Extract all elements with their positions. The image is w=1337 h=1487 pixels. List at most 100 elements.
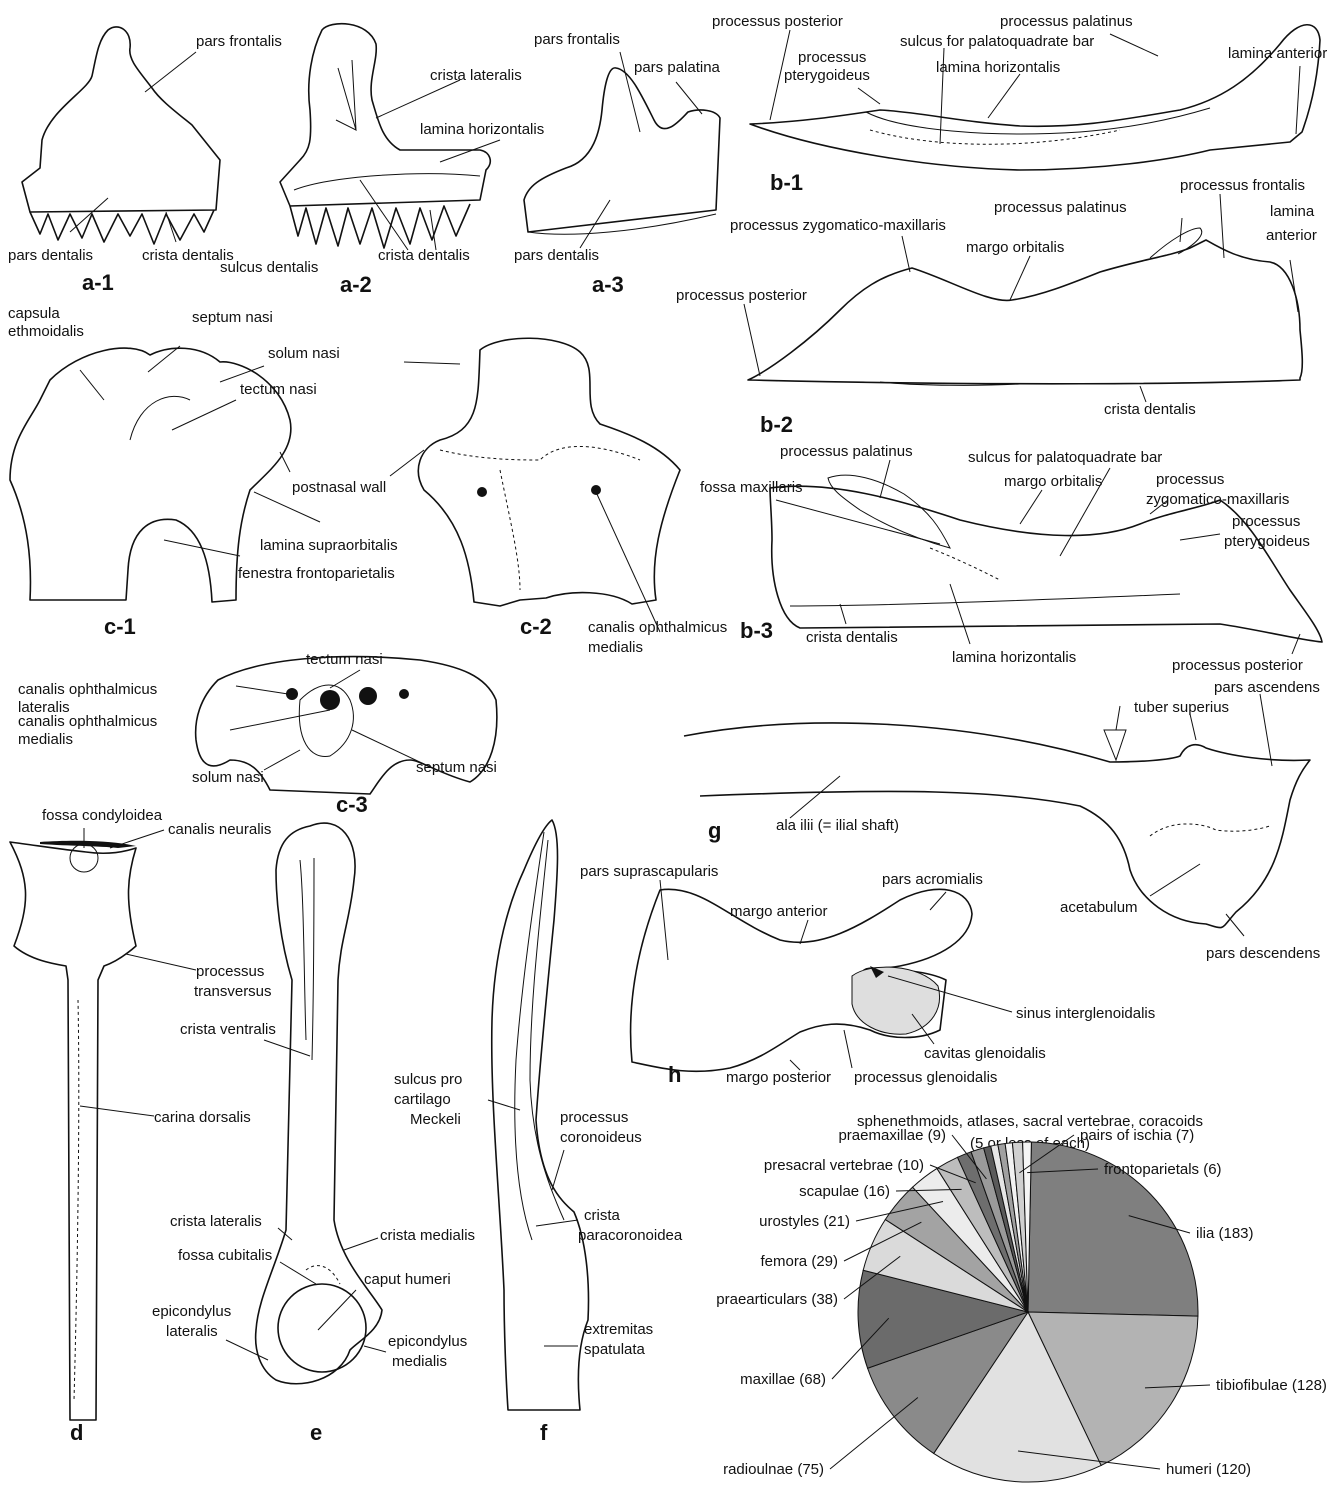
h-label-pars-suprascapularis: pars suprascapularis	[580, 863, 718, 880]
a1-panel-id: a-1	[82, 270, 114, 295]
b3-label-processus-posterior: processus posterior	[1172, 657, 1303, 674]
f-panel-id: f	[540, 1420, 548, 1445]
h-label-sinus: sinus interglenoidalis	[1016, 1005, 1155, 1022]
b3-label-margo-orbitalis: margo orbitalis	[1004, 473, 1102, 490]
pie-slice-label: scapulae (16)	[799, 1183, 890, 1200]
c1-label-capsula-1: capsula	[8, 305, 60, 322]
c3-label-canalis-med-1: canalis ophthalmicus	[18, 713, 157, 730]
c3-panel-id: c-3	[336, 792, 368, 817]
b2-label-processus-frontalis: processus frontalis	[1180, 177, 1305, 194]
f-label-sulcus-1: sulcus pro	[394, 1071, 462, 1088]
f-label-paracoronoidea-2: paracoronoidea	[578, 1227, 683, 1244]
pie-slice-label: urostyles (21)	[759, 1213, 850, 1230]
a2-panel-id: a-2	[340, 272, 372, 297]
b3-label-fossa-maxillaris: fossa maxillaris	[700, 479, 803, 496]
g-label-pars-ascendens: pars ascendens	[1214, 679, 1320, 696]
a2-label-sulcus-dentalis: sulcus dentalis	[220, 259, 318, 276]
b2-label-processus-posterior: processus posterior	[676, 287, 807, 304]
c1-label-septum-nasi: septum nasi	[192, 309, 273, 326]
c1-panel-id: c-1	[104, 614, 136, 639]
c3-label-tectum-nasi: tectum nasi	[306, 651, 383, 668]
f-label-extremitas-2: spatulata	[584, 1341, 646, 1358]
f-label-coronoideus-1: processus	[560, 1109, 628, 1126]
pie-slice-label: frontoparietals (6)	[1104, 1161, 1222, 1178]
b1-label-lamina-horizontalis: lamina horizontalis	[936, 59, 1060, 76]
b1-panel-id: b-1	[770, 170, 803, 195]
d-label-carina-dorsalis: carina dorsalis	[154, 1109, 251, 1126]
c1-label-solum-nasi: solum nasi	[268, 345, 340, 362]
c1-label-fenestra: fenestra frontoparietalis	[238, 565, 395, 582]
g-label-tuber-superius: tuber superius	[1134, 699, 1229, 716]
h-label-processus-glenoidalis: processus glenoidalis	[854, 1069, 997, 1086]
b3-label-lamina-horizontalis: lamina horizontalis	[952, 649, 1076, 666]
c1-label-lamina-supraorbitalis: lamina supraorbitalis	[260, 537, 398, 554]
c3-label-septum-nasi: septum nasi	[416, 759, 497, 776]
g-label-pars-descendens: pars descendens	[1206, 945, 1320, 962]
b3-label-processus-ptery-1: processus	[1232, 513, 1300, 530]
b3-label-processus-palatinus: processus palatinus	[780, 443, 913, 460]
f-label-sulcus-3: Meckeli	[410, 1111, 461, 1128]
d-label-processus-2: transversus	[194, 983, 272, 1000]
e-label-crista-medialis: crista medialis	[380, 1227, 475, 1244]
b3-label-processus-ptery-2: pterygoideus	[1224, 533, 1310, 550]
f-label-extremitas-1: extremitas	[584, 1321, 653, 1338]
h-label-margo-anterior: margo anterior	[730, 903, 828, 920]
e-label-caput-humeri: caput humeri	[364, 1271, 451, 1288]
c3-label-canalis-med-2: medialis	[18, 731, 73, 748]
h-panel-id: h	[668, 1062, 681, 1087]
b1-label-processus-posterior: processus posterior	[712, 13, 843, 30]
d-label-processus-1: processus	[196, 963, 264, 980]
a3-panel-id: a-3	[592, 272, 624, 297]
g-panel-id: g	[708, 818, 721, 843]
b2-label-lamina-anterior-1: lamina	[1270, 203, 1315, 220]
b2-label-processus-palatinus: processus palatinus	[994, 199, 1127, 216]
pie-slice-label: ilia (183)	[1196, 1225, 1254, 1242]
humerus-view	[226, 823, 386, 1384]
h-label-margo-posterior: margo posterior	[726, 1069, 831, 1086]
a1-label-pars-dentalis: pars dentalis	[8, 247, 93, 264]
b1-label-processus-palatinus: processus palatinus	[1000, 13, 1133, 30]
a3-label-pars-frontalis: pars frontalis	[534, 31, 620, 48]
d-label-canalis-neuralis: canalis neuralis	[168, 821, 271, 838]
b1-label-processus-pterygoideus-1: processus	[798, 49, 866, 66]
c2-panel-id: c-2	[520, 614, 552, 639]
h-label-pars-acromialis: pars acromialis	[882, 871, 983, 888]
c1-label-tectum-nasi: tectum nasi	[240, 381, 317, 398]
pie-slice-label: radioulnae (75)	[723, 1461, 824, 1478]
pie-slice-label: maxillae (68)	[740, 1371, 826, 1388]
b1-label-lamina-anterior: lamina anterior	[1228, 45, 1327, 62]
e-label-epi-lat-2: lateralis	[166, 1323, 218, 1340]
g-label-ala-ilii: ala ilii (= ilial shaft)	[776, 817, 899, 834]
sphenethmoid-ventral-view	[390, 338, 680, 632]
c2-label-canalis-2: medialis	[588, 639, 643, 656]
a3-label-pars-dentalis: pars dentalis	[514, 247, 599, 264]
c1-label-capsula-2: ethmoidalis	[8, 323, 84, 340]
b1-label-processus-pterygoideus-2: pterygoideus	[784, 67, 870, 84]
c1-label-postnasal-wall: postnasal wall	[292, 479, 386, 496]
b3-label-sulcus: sulcus for palatoquadrate bar	[968, 449, 1162, 466]
a2-label-crista-lateralis: crista lateralis	[430, 67, 522, 84]
d-label-fossa-condyloidea: fossa condyloidea	[42, 807, 163, 824]
premaxilla-anterior-view	[22, 27, 220, 244]
e-panel-id: e	[310, 1420, 322, 1445]
e-label-crista-ventralis: crista ventralis	[180, 1021, 276, 1038]
c3-label-solum-nasi: solum nasi	[192, 769, 264, 786]
b3-panel-id: b-3	[740, 618, 773, 643]
b2-label-lamina-anterior-2: anterior	[1266, 227, 1317, 244]
b2-label-processus-zygomatico: processus zygomatico-maxillaris	[730, 217, 946, 234]
pie-slice-label: presacral vertebrae (10)	[764, 1157, 924, 1174]
f-label-paracoronoidea-1: crista	[584, 1207, 620, 1224]
f-label-coronoideus-2: coronoideus	[560, 1129, 642, 1146]
c3-label-canalis-lat-1: canalis ophthalmicus	[18, 681, 157, 698]
e-label-epi-med-2: medialis	[392, 1353, 447, 1370]
e-label-epi-lat-1: epicondylus	[152, 1303, 231, 1320]
pie-slice-label: praemaxillae (9)	[838, 1127, 946, 1144]
e-label-fossa-cubitalis: fossa cubitalis	[178, 1247, 272, 1264]
f-label-sulcus-2: cartilago	[394, 1091, 451, 1108]
b3-label-processus-zygo-2: zygomatico-maxillaris	[1146, 491, 1289, 508]
pie-chart	[858, 1142, 1198, 1482]
a3-label-pars-palatina: pars palatina	[634, 59, 721, 76]
b2-panel-id: b-2	[760, 412, 793, 437]
b2-label-margo-orbitalis: margo orbitalis	[966, 239, 1064, 256]
